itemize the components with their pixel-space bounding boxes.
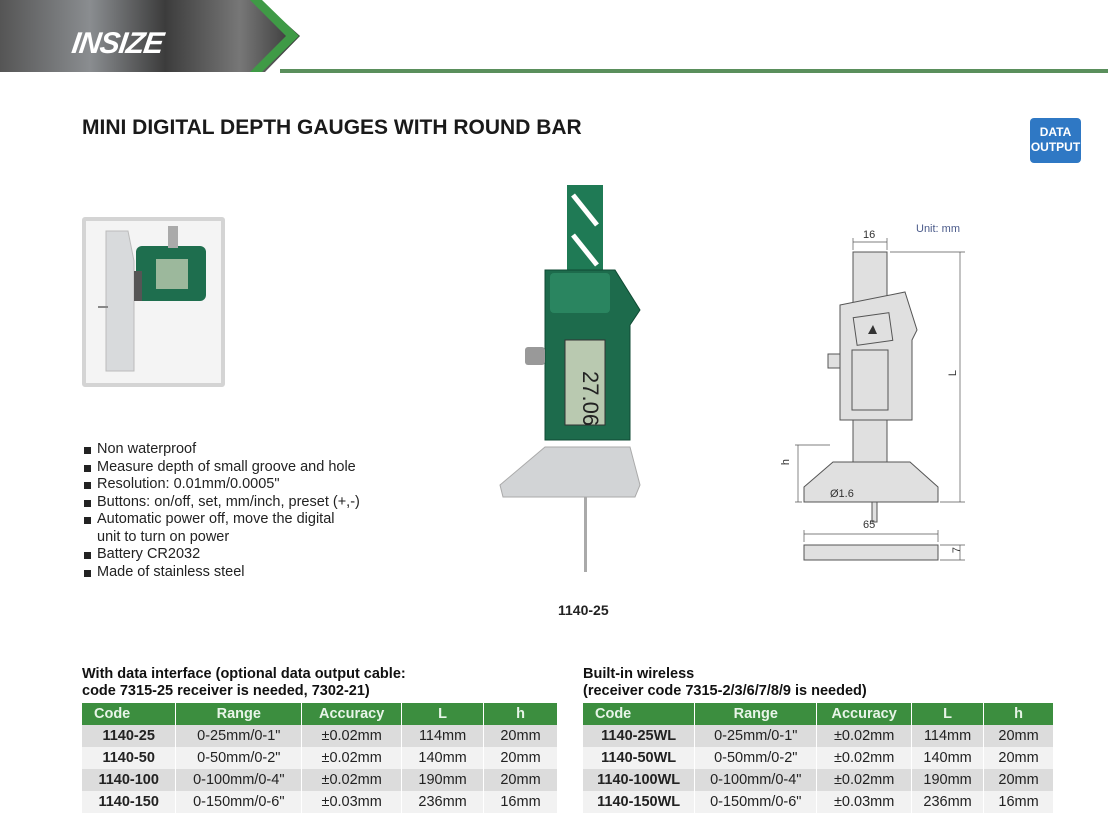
title-line: With data interface (optional data outpu… <box>82 666 406 682</box>
table-cell: 1140-50WL <box>583 747 696 769</box>
feature-item: Battery CR2032 <box>82 546 382 564</box>
header-divider <box>280 69 1108 73</box>
col-header: L <box>401 703 485 725</box>
table-cell: ±0.02mm <box>301 769 403 791</box>
insize-logo: INSIZE <box>69 27 166 60</box>
table-cell: 20mm <box>983 725 1054 747</box>
table-cell: ±0.03mm <box>816 791 913 813</box>
page-title: MINI DIGITAL DEPTH GAUGES WITH ROUND BAR <box>82 116 582 139</box>
col-header: Range <box>175 703 303 725</box>
table-cell: 20mm <box>983 769 1054 791</box>
table-cell: 1140-25 <box>82 725 177 747</box>
table-right-title: Built-in wireless(receiver code 7315-2/3… <box>583 666 867 700</box>
table-cell: 20mm <box>483 725 558 747</box>
unit-label: Unit: mm <box>916 223 960 235</box>
col-header: Accuracy <box>301 703 403 725</box>
table-cell: 0-25mm/0-1" <box>694 725 818 747</box>
feature-item: Resolution: 0.01mm/0.0005" <box>82 476 382 494</box>
table-cell: 20mm <box>983 747 1054 769</box>
table-cell: 236mm <box>911 791 985 813</box>
table-cell: ±0.02mm <box>816 725 913 747</box>
table-cell: 114mm <box>401 725 485 747</box>
badge-line2: OUTPUT <box>1030 140 1081 154</box>
table-cell: 0-100mm/0-4" <box>694 769 818 791</box>
col-header: h <box>483 703 558 725</box>
table-cell: 1140-100 <box>82 769 177 791</box>
table-cell: ±0.02mm <box>816 769 913 791</box>
table-cell: 114mm <box>911 725 985 747</box>
table-cell: 1140-25WL <box>583 725 696 747</box>
badge-line1: DATA <box>1039 125 1072 139</box>
table-cell: 16mm <box>983 791 1054 813</box>
dim-height: h <box>780 458 793 466</box>
dim-length: L <box>947 369 960 377</box>
table-cell: ±0.03mm <box>301 791 403 813</box>
feature-item: Made of stainless steel <box>82 564 382 582</box>
table-cell: 1140-100WL <box>583 769 696 791</box>
table-cell: 0-25mm/0-1" <box>175 725 303 747</box>
table-cell: 1140-150 <box>82 791 177 813</box>
table-cell: 140mm <box>911 747 985 769</box>
table-cell: 140mm <box>401 747 485 769</box>
col-header: Accuracy <box>816 703 913 725</box>
header-banner <box>0 0 300 72</box>
table-cell: ±0.02mm <box>301 747 403 769</box>
col-header: Code <box>82 703 177 725</box>
table-cell: 16mm <box>483 791 558 813</box>
dim-width: 16 <box>863 229 876 241</box>
thumbnail-image <box>86 221 221 383</box>
table-cell: ±0.02mm <box>816 747 913 769</box>
table-cell: ±0.02mm <box>301 725 403 747</box>
product-thumbnail[interactable] <box>82 217 225 387</box>
feature-list: Non waterproof Measure depth of small gr… <box>82 441 382 581</box>
dim-base-width: 65 <box>863 519 876 531</box>
title-line: Built-in wireless <box>583 666 695 682</box>
table-cell: 236mm <box>401 791 485 813</box>
table-cell: 190mm <box>401 769 485 791</box>
table-cell: 1140-50 <box>82 747 177 769</box>
table-cell: 0-50mm/0-2" <box>175 747 303 769</box>
col-header: h <box>983 703 1054 725</box>
table-cell: 0-150mm/0-6" <box>175 791 303 813</box>
col-header: Range <box>694 703 818 725</box>
table-left-title: With data interface (optional data outpu… <box>82 666 406 700</box>
col-header: L <box>911 703 985 725</box>
table-cell: 190mm <box>911 769 985 791</box>
title-line: code 7315-25 receiver is needed, 7302-21… <box>82 683 370 699</box>
feature-item: Measure depth of small groove and hole <box>82 459 382 477</box>
feature-item: Buttons: on/off, set, mm/inch, preset (+… <box>82 494 382 512</box>
feature-item: Automatic power off, move the digital un… <box>82 511 352 546</box>
col-header: Code <box>583 703 696 725</box>
table-cell: 20mm <box>483 769 558 791</box>
table-cell: 1140-150WL <box>583 791 696 813</box>
dimension-drawing <box>795 238 965 561</box>
feature-item: Non waterproof <box>82 441 382 459</box>
dim-base-thickness: 7 <box>951 546 964 554</box>
table-cell: 20mm <box>483 747 558 769</box>
table-cell: 0-150mm/0-6" <box>694 791 818 813</box>
product-image: 27.06 <box>499 185 641 572</box>
svg-text:27.06: 27.06 <box>578 371 603 426</box>
title-line: (receiver code 7315-2/3/6/7/8/9 is neede… <box>583 683 867 699</box>
table-cell: 0-100mm/0-4" <box>175 769 303 791</box>
table-cell: 0-50mm/0-2" <box>694 747 818 769</box>
dim-diameter: Ø1.6 <box>830 488 854 500</box>
product-caption: 1140-25 <box>558 602 609 618</box>
